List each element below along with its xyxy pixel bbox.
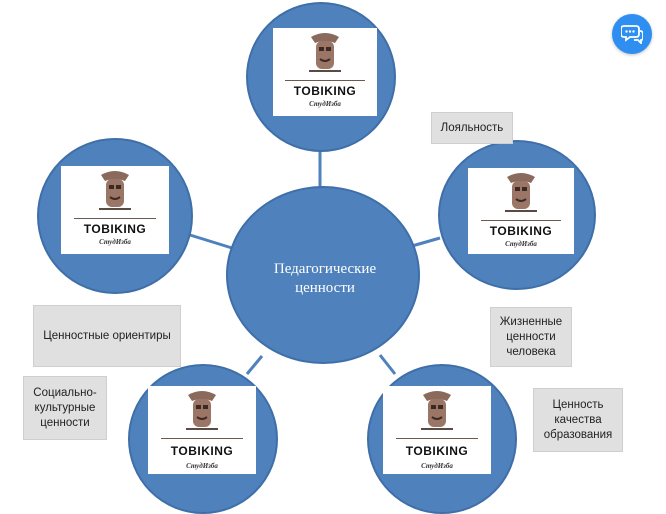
tobiking-logo-icon	[99, 171, 131, 210]
connector-left	[189, 233, 233, 250]
brand-name: TOBIKING	[405, 444, 469, 458]
tag-life-values: Жизненные ценности человека	[490, 307, 572, 367]
tobiking-logo-icon	[421, 391, 453, 430]
satellite-node-right: TOBIKING СтудИзба	[438, 140, 596, 290]
center-node: Педагогические ценности	[226, 186, 420, 364]
tobiking-logo-icon	[309, 33, 341, 72]
connector-right	[411, 236, 441, 248]
logo-card: TOBIKING СтудИзба	[468, 168, 574, 254]
connector-bottom-left	[245, 355, 264, 375]
brand-name: TOBIKING	[170, 444, 234, 458]
brand-name: TOBIKING	[489, 224, 553, 238]
connector-lines	[189, 150, 441, 375]
tag-loyalty: Лояльность	[431, 112, 513, 144]
satellite-node-top: TOBIKING СтудИзба	[246, 2, 396, 152]
center-label: Педагогические ценности	[273, 261, 377, 296]
brand-name: TOBIKING	[293, 84, 357, 98]
brand-tagline: СтудИзба	[421, 462, 453, 470]
brand-tagline: СтудИзба	[99, 238, 131, 246]
brand-tagline: СтудИзба	[309, 100, 341, 108]
tag-education-quality: Ценность качества образования	[533, 388, 623, 452]
logo-card: TOBIKING СтудИзба	[61, 166, 169, 254]
tag-value-orientations: Ценностные ориентиры	[33, 305, 181, 367]
tobiking-logo-icon	[186, 391, 218, 430]
logo-card: TOBIKING СтудИзба	[148, 386, 256, 474]
satellite-node-left: TOBIKING СтудИзба	[37, 138, 193, 294]
logo-card: TOBIKING СтудИзба	[383, 386, 491, 474]
satellite-node-bottom-left: TOBIKING СтудИзба	[128, 364, 278, 514]
satellite-node-bottom-right: TOBIKING СтудИзба	[367, 364, 517, 514]
connector-bottom-right	[378, 354, 397, 375]
tobiking-logo-icon	[505, 173, 537, 212]
logo-card: TOBIKING СтудИзба	[273, 28, 377, 116]
brand-tagline: СтудИзба	[186, 462, 218, 470]
chat-bubbles-icon	[621, 25, 643, 44]
chat-button[interactable]	[612, 14, 652, 54]
brand-name: TOBIKING	[83, 222, 147, 236]
tag-sociocultural-values: Социально- культурные ценности	[23, 376, 107, 440]
brand-tagline: СтудИзба	[505, 240, 537, 248]
